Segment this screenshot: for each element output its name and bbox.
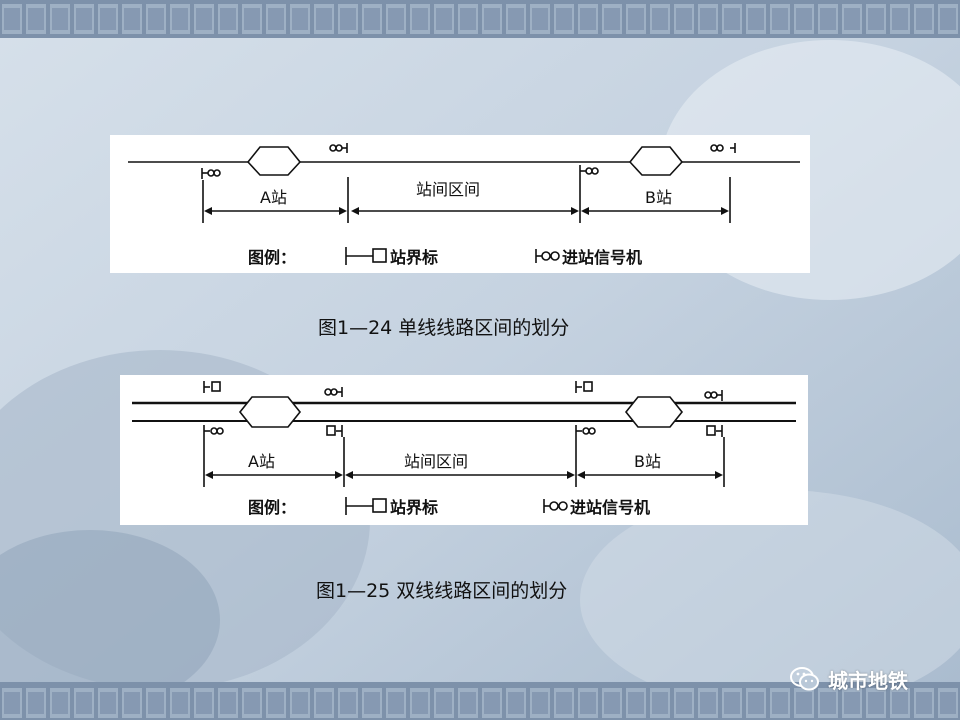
figure2-legend-signal-label: 进站信号机	[570, 498, 650, 517]
figure1-caption: 图1—24 单线线路区间的划分	[318, 317, 570, 339]
figure2-diagram: A站 站间区间 B站 图例： 站界标 进站信号机	[132, 381, 796, 517]
figure2-signal-6	[575, 425, 596, 437]
figure1-signal-b	[579, 165, 599, 177]
figure1-interval-label: 站间区间	[416, 180, 480, 199]
figure1-station-b-label: B站	[645, 188, 672, 207]
brand-watermark: 城市地铁	[790, 664, 908, 694]
brand-name: 城市地铁	[828, 668, 908, 693]
figure2-legend-signal-icon	[543, 499, 568, 513]
figure1-legend-signal-label: 进站信号机	[562, 248, 642, 267]
figure2-signal-4	[326, 425, 343, 437]
figure1-signal-left	[201, 168, 221, 179]
figure1-station-b-loop	[628, 146, 684, 176]
figure2-signal-3	[324, 387, 343, 397]
figure2-signal-5	[575, 381, 593, 393]
figure1-legend-boundary-label: 站界标	[390, 248, 438, 267]
figure1-station-a-label: A站	[260, 188, 287, 207]
figure2-station-b-label: B站	[634, 452, 661, 471]
figure2-station-a-loop	[238, 396, 302, 428]
wechat-icon	[790, 667, 819, 691]
figure2-signal-2	[203, 425, 224, 437]
bottom-band	[0, 682, 960, 720]
figure1-legend-signal-icon	[535, 249, 560, 263]
top-band	[0, 0, 960, 38]
figure2-signal-7	[704, 390, 723, 401]
figure2-caption: 图1—25 双线线路区间的划分	[316, 580, 568, 602]
figure2-signal-8	[706, 425, 723, 437]
figure1-legend-boundary-icon	[345, 247, 387, 265]
figure1-diagram: A站 站间区间 B站 图例： 站界标 进站信号机	[128, 143, 800, 267]
figure1-panel: A站 站间区间 B站 图例： 站界标 进站信号机	[110, 135, 810, 273]
figure2-station-b-loop	[624, 396, 684, 428]
figure2-panel: A站 站间区间 B站 图例： 站界标 进站信号机	[120, 375, 808, 525]
figure1-station-a-loop	[246, 146, 302, 176]
figure2-legend-boundary-icon	[345, 497, 387, 515]
figure1-signal-right	[710, 143, 736, 153]
figure2-legend-title: 图例：	[248, 498, 296, 517]
figure2-legend-boundary-label: 站界标	[390, 498, 438, 517]
figure2-station-a-label: A站	[248, 452, 275, 471]
figure1-legend-title: 图例：	[248, 248, 296, 267]
figure2-interval-label: 站间区间	[404, 452, 468, 471]
figure1-signal-mid	[329, 143, 348, 153]
figure2-signal-1	[203, 381, 221, 393]
